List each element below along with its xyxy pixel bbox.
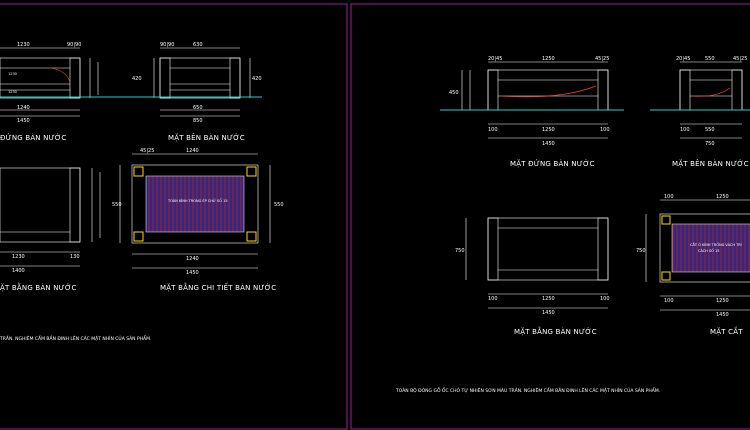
dim-1450-detail: 1450 [186,270,199,276]
dim-4520: 45|25 [140,148,154,154]
front-label-b: 1230 [8,90,17,94]
glass-curve-front [499,85,597,98]
right-plan [465,217,609,309]
leg-bl [133,231,144,242]
dim-650: 650 [193,105,203,111]
dim-1240-detail-top: 1240 [186,148,199,154]
left-side-elevation [153,47,251,117]
leg-br [246,231,257,242]
dim-420: 420 [252,76,262,82]
dim-750: 750 [705,141,715,147]
left-plan-detail [119,153,271,269]
dim-420-left: 420 [132,76,142,82]
dim-1230-top: 1230 [17,42,30,48]
dim-1230-plan: 1230 [12,254,25,260]
dim-550-detail-left: 550 [112,202,122,208]
right-front-elevation [461,61,609,139]
dim-1250-section-b: 1250 [716,298,729,304]
dim-100-e: 100 [600,296,610,302]
caption-left-front: ĐỨNG BÀN NƯỚC [0,133,67,142]
left-plan [0,167,101,267]
dim-100-f: 100 [664,194,674,200]
dim-100-c: 100 [680,127,690,133]
caption-right-front: MẶT ĐỨNG BÀN NƯỚC [510,159,595,168]
dim-630: 630 [193,42,203,48]
sheet-frame-right [350,3,750,430]
caption-left-side: MẶT BÊN BÀN NƯỚC [168,133,245,142]
leg-tl [133,166,144,177]
dim-100-g: 100 [664,298,674,304]
caption-right-side: MẶT BÊN BÀN NƯỚC [672,159,749,168]
glass-label-right-c: CÁCH SỐ 15 [698,248,720,253]
leg-r-bl [661,271,671,281]
dim-750-plan: 750 [455,248,465,254]
dim-130-plan: 130 [70,254,80,260]
dim-550-detail: 550 [274,202,284,208]
dim-550-top: 550 [705,56,715,62]
dim-1400: 1400 [12,268,25,274]
note-left: TRẦN. NGHIÊM CẤM BẮN ĐINH LÊN CÁC MẶT NH… [0,334,151,342]
dim-1250-mid: 1250 [542,127,555,133]
glass-label-left: TOÀN KÍNH TRONG ÉP CHỮ SỐ 15 [167,198,228,203]
dim-1450-front: 1450 [542,141,555,147]
dim-9090-side: 90|90 [160,42,174,48]
caption-left-plan-detail: MẶT BẰNG CHI TIẾT BÀN NƯỚC [160,282,276,292]
dim-850: 850 [193,118,203,124]
glass-curve-side [691,87,731,97]
right-section [645,199,750,311]
left-front-elevation [0,47,99,117]
dim-1240: 1240 [17,105,30,111]
dim-1250-top: 1250 [542,56,555,62]
caption-right-plan: MẶT BẰNG BÀN NƯỚC [514,326,597,336]
glass-label-right-b: CẮT Ô KÍNH TRỐNG VÁCH TRÍ [690,242,742,247]
dim-550-mid: 550 [705,127,715,133]
caption-right-section: MẶT CẮT [710,326,743,336]
dim-9090: 90|90 [67,42,81,48]
dim-2045-side: 20|45 [676,56,690,62]
dim-1450: 1450 [17,118,30,124]
dim-450: 450 [449,90,459,96]
dim-2045: 20|45 [488,56,502,62]
sheet-frame-left [0,3,348,430]
dim-1250-plan: 1250 [542,296,555,302]
dim-100-a: 100 [488,127,498,133]
glass-hatch-right [671,223,750,273]
leg-r-tl [661,215,671,225]
dim-1450-section: 1450 [716,312,729,318]
dim-1250-section: 1250 [716,194,729,200]
dim-100-d: 100 [488,296,498,302]
dim-100-b: 100 [600,127,610,133]
dim-4525-side: 45|25 [733,56,747,62]
front-label-a: 1230 [8,72,17,76]
dim-750-section: 750 [636,248,646,254]
dim-1240-detail: 1240 [186,256,199,262]
leg-tr [246,166,257,177]
glass-hatch-left [145,175,245,233]
dim-4525-top: 45|25 [595,56,609,62]
dim-1450-plan: 1450 [542,310,555,316]
caption-left-plan: ẶT BẰNG BÀN NƯỚC [0,282,77,292]
note-right: TOÀN BỘ ĐÓNG GỖ ỐC CHÓ TỰ NHIÊN SƠN MÀU … [395,386,660,394]
